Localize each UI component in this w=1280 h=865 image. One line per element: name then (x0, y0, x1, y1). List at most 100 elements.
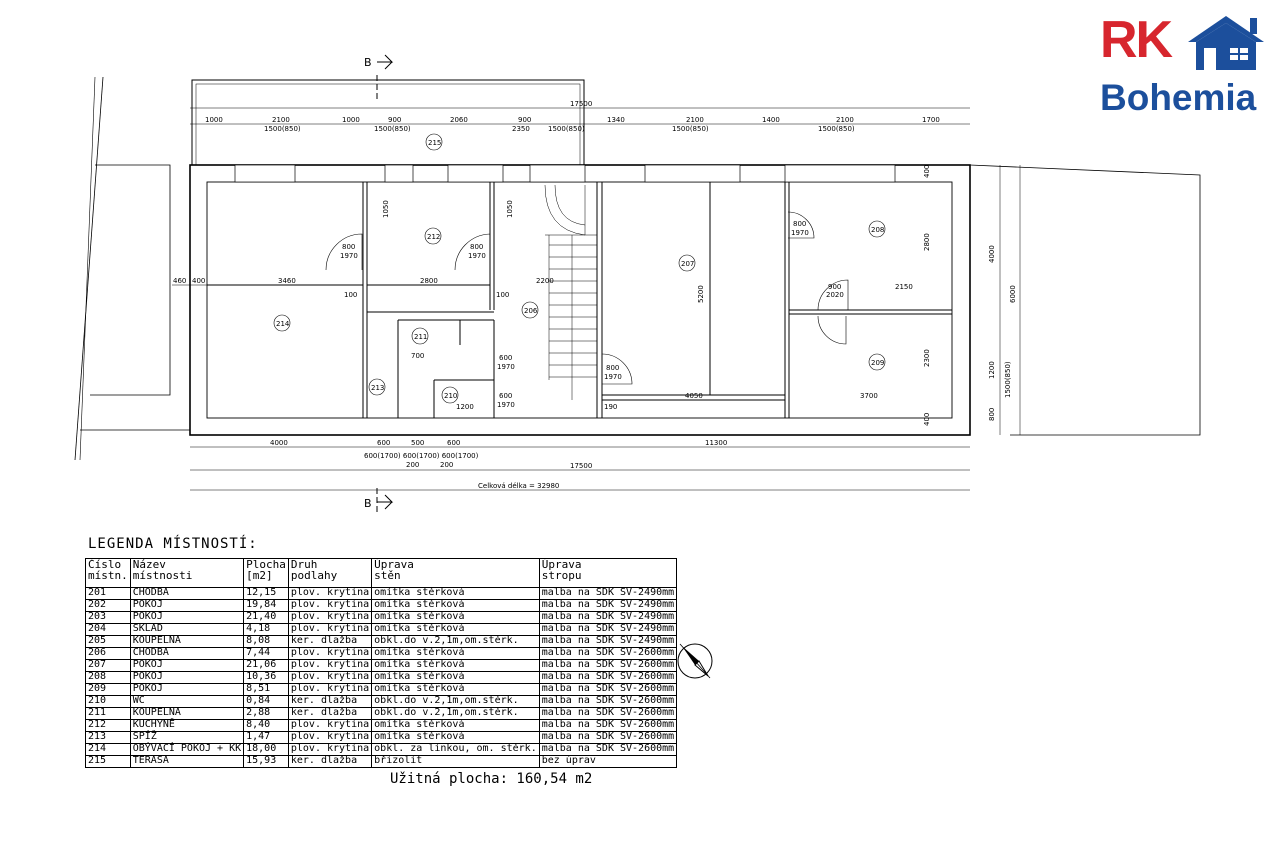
door-212-height: 1970 (468, 252, 486, 260)
cell-floor: plov. krytina (287, 623, 373, 636)
dim-top-seg-8: 1400 (762, 116, 780, 124)
cell-area: 21,40 (243, 611, 289, 624)
cell-floor: plov. krytina (287, 587, 373, 600)
windows-top (234, 164, 896, 183)
house-icon (1188, 16, 1264, 70)
dim-top-seg-6: 1340 (607, 116, 625, 124)
cell-room-name: POKOJ (129, 671, 245, 684)
room-number-215: 215 (428, 139, 441, 147)
cell-floor: plov. krytina (287, 611, 373, 624)
cell-floor: ker. dlažba (287, 695, 373, 708)
cell-floor: plov. krytina (287, 599, 373, 612)
cell-room-name: POKOJ (129, 599, 245, 612)
cell-floor: ker. dlažba (287, 755, 373, 768)
room-number-208: 208 (871, 226, 884, 234)
usable-area: Užitná plocha: 160,54 m2 (390, 771, 593, 787)
dim-left-f: 100 (344, 291, 357, 299)
door-211-height: 1970 (497, 363, 515, 371)
room-number-207: 207 (681, 260, 694, 268)
cell-ceiling: malba na SDK SV-2600mm (538, 707, 678, 720)
cell-ceiling: malba na SDK SV-2490mm (538, 623, 678, 636)
cell-area: 8,40 (243, 719, 289, 732)
cell-room-name: POKOJ (129, 611, 245, 624)
room-number-211: 211 (414, 333, 427, 341)
dim-1050b: 1050 (506, 200, 514, 218)
cell-walls: omítka stěrková (371, 647, 540, 660)
cell-ceiling: malba na SDK SV-2490mm (538, 599, 678, 612)
cell-walls: omítka stěrková (371, 671, 540, 684)
dim-bottom-total: 17500 (570, 462, 592, 470)
cell-area: 8,51 (243, 683, 289, 696)
cell-floor: ker. dlažba (287, 635, 373, 648)
cell-room-number: 212 (85, 719, 131, 732)
cell-ceiling: bez úprav (538, 755, 678, 768)
cell-ceiling: malba na SDK SV-2600mm (538, 731, 678, 744)
cell-room-number: 205 (85, 635, 131, 648)
cell-walls: obkl.do v.2,1m,om.stěrk. (371, 707, 540, 720)
staircase (544, 184, 597, 400)
cell-floor: plov. krytina (287, 719, 373, 732)
legend-title: LEGENDA MÍSTNOSTÍ: (88, 536, 258, 552)
cell-room-number: 209 (85, 683, 131, 696)
floor-plan: 215 (74, 54, 1201, 512)
dim-4050: 4050 (685, 392, 703, 400)
cell-floor: plov. krytina (287, 659, 373, 672)
dim-top-win-3: 1500(850) (548, 125, 585, 133)
dim-top-seg-1: 2100 (272, 116, 290, 124)
cell-walls: obkl.do v.2,1m,om.stěrk. (371, 695, 540, 708)
room-number-212: 212 (427, 233, 440, 241)
dim-left-b: 400 (192, 277, 205, 285)
cell-walls: obkl.do v.2,1m,om.stěrk. (371, 635, 540, 648)
cell-room-number: 210 (85, 695, 131, 708)
dim-top-win-0: 1500(850) (264, 125, 301, 133)
cell-area: 2,88 (243, 707, 289, 720)
cell-area: 21,06 (243, 659, 289, 672)
neighbour-building (90, 164, 171, 396)
door-211-width: 600 (499, 354, 512, 362)
cell-area: 1,47 (243, 731, 289, 744)
cell-room-name: SPÍŽ (129, 731, 245, 744)
cell-room-number: 213 (85, 731, 131, 744)
cell-floor: plov. krytina (287, 731, 373, 744)
cell-area: 15,93 (243, 755, 289, 768)
door-210-height: 1970 (497, 401, 515, 409)
dim-right-g: 2300 (923, 349, 931, 367)
cell-room-number: 208 (85, 671, 131, 684)
north-arrow-icon (677, 643, 713, 679)
cell-area: 10,36 (243, 671, 289, 684)
cell-area: 12,15 (243, 587, 289, 600)
room-number-206: 206 (524, 307, 538, 315)
dim-bottom-sill-0: 200 (406, 461, 419, 469)
door-206-width: 800 (606, 364, 619, 372)
site-boundary-left-2 (79, 76, 96, 461)
cell-walls: omítka stěrková (371, 587, 540, 600)
dim-bottom-seg5: 11300 (705, 439, 727, 447)
cell-room-number: 207 (85, 659, 131, 672)
section-label-top: B (364, 56, 372, 69)
cell-area: 4,18 (243, 623, 289, 636)
cell-walls: břizolit (371, 755, 540, 768)
room-number-210: 210 (444, 392, 457, 400)
dim-top-win-1: 1500(850) (374, 125, 411, 133)
dim-bottom-seg4: 600 (447, 439, 460, 447)
dim-bottom-seg2: 600 (377, 439, 390, 447)
cell-walls: omítka stěrková (371, 659, 540, 672)
dim-900: 900 (828, 283, 841, 291)
cell-room-number: 214 (85, 743, 131, 756)
door-212-width: 800 (470, 243, 483, 251)
room-tags (273, 220, 886, 404)
cell-room-number: 202 (85, 599, 131, 612)
cell-room-number: 201 (85, 587, 131, 600)
cell-room-name: KOUPELNA (129, 635, 245, 648)
dim-top-win-5: 1500(850) (818, 125, 855, 133)
